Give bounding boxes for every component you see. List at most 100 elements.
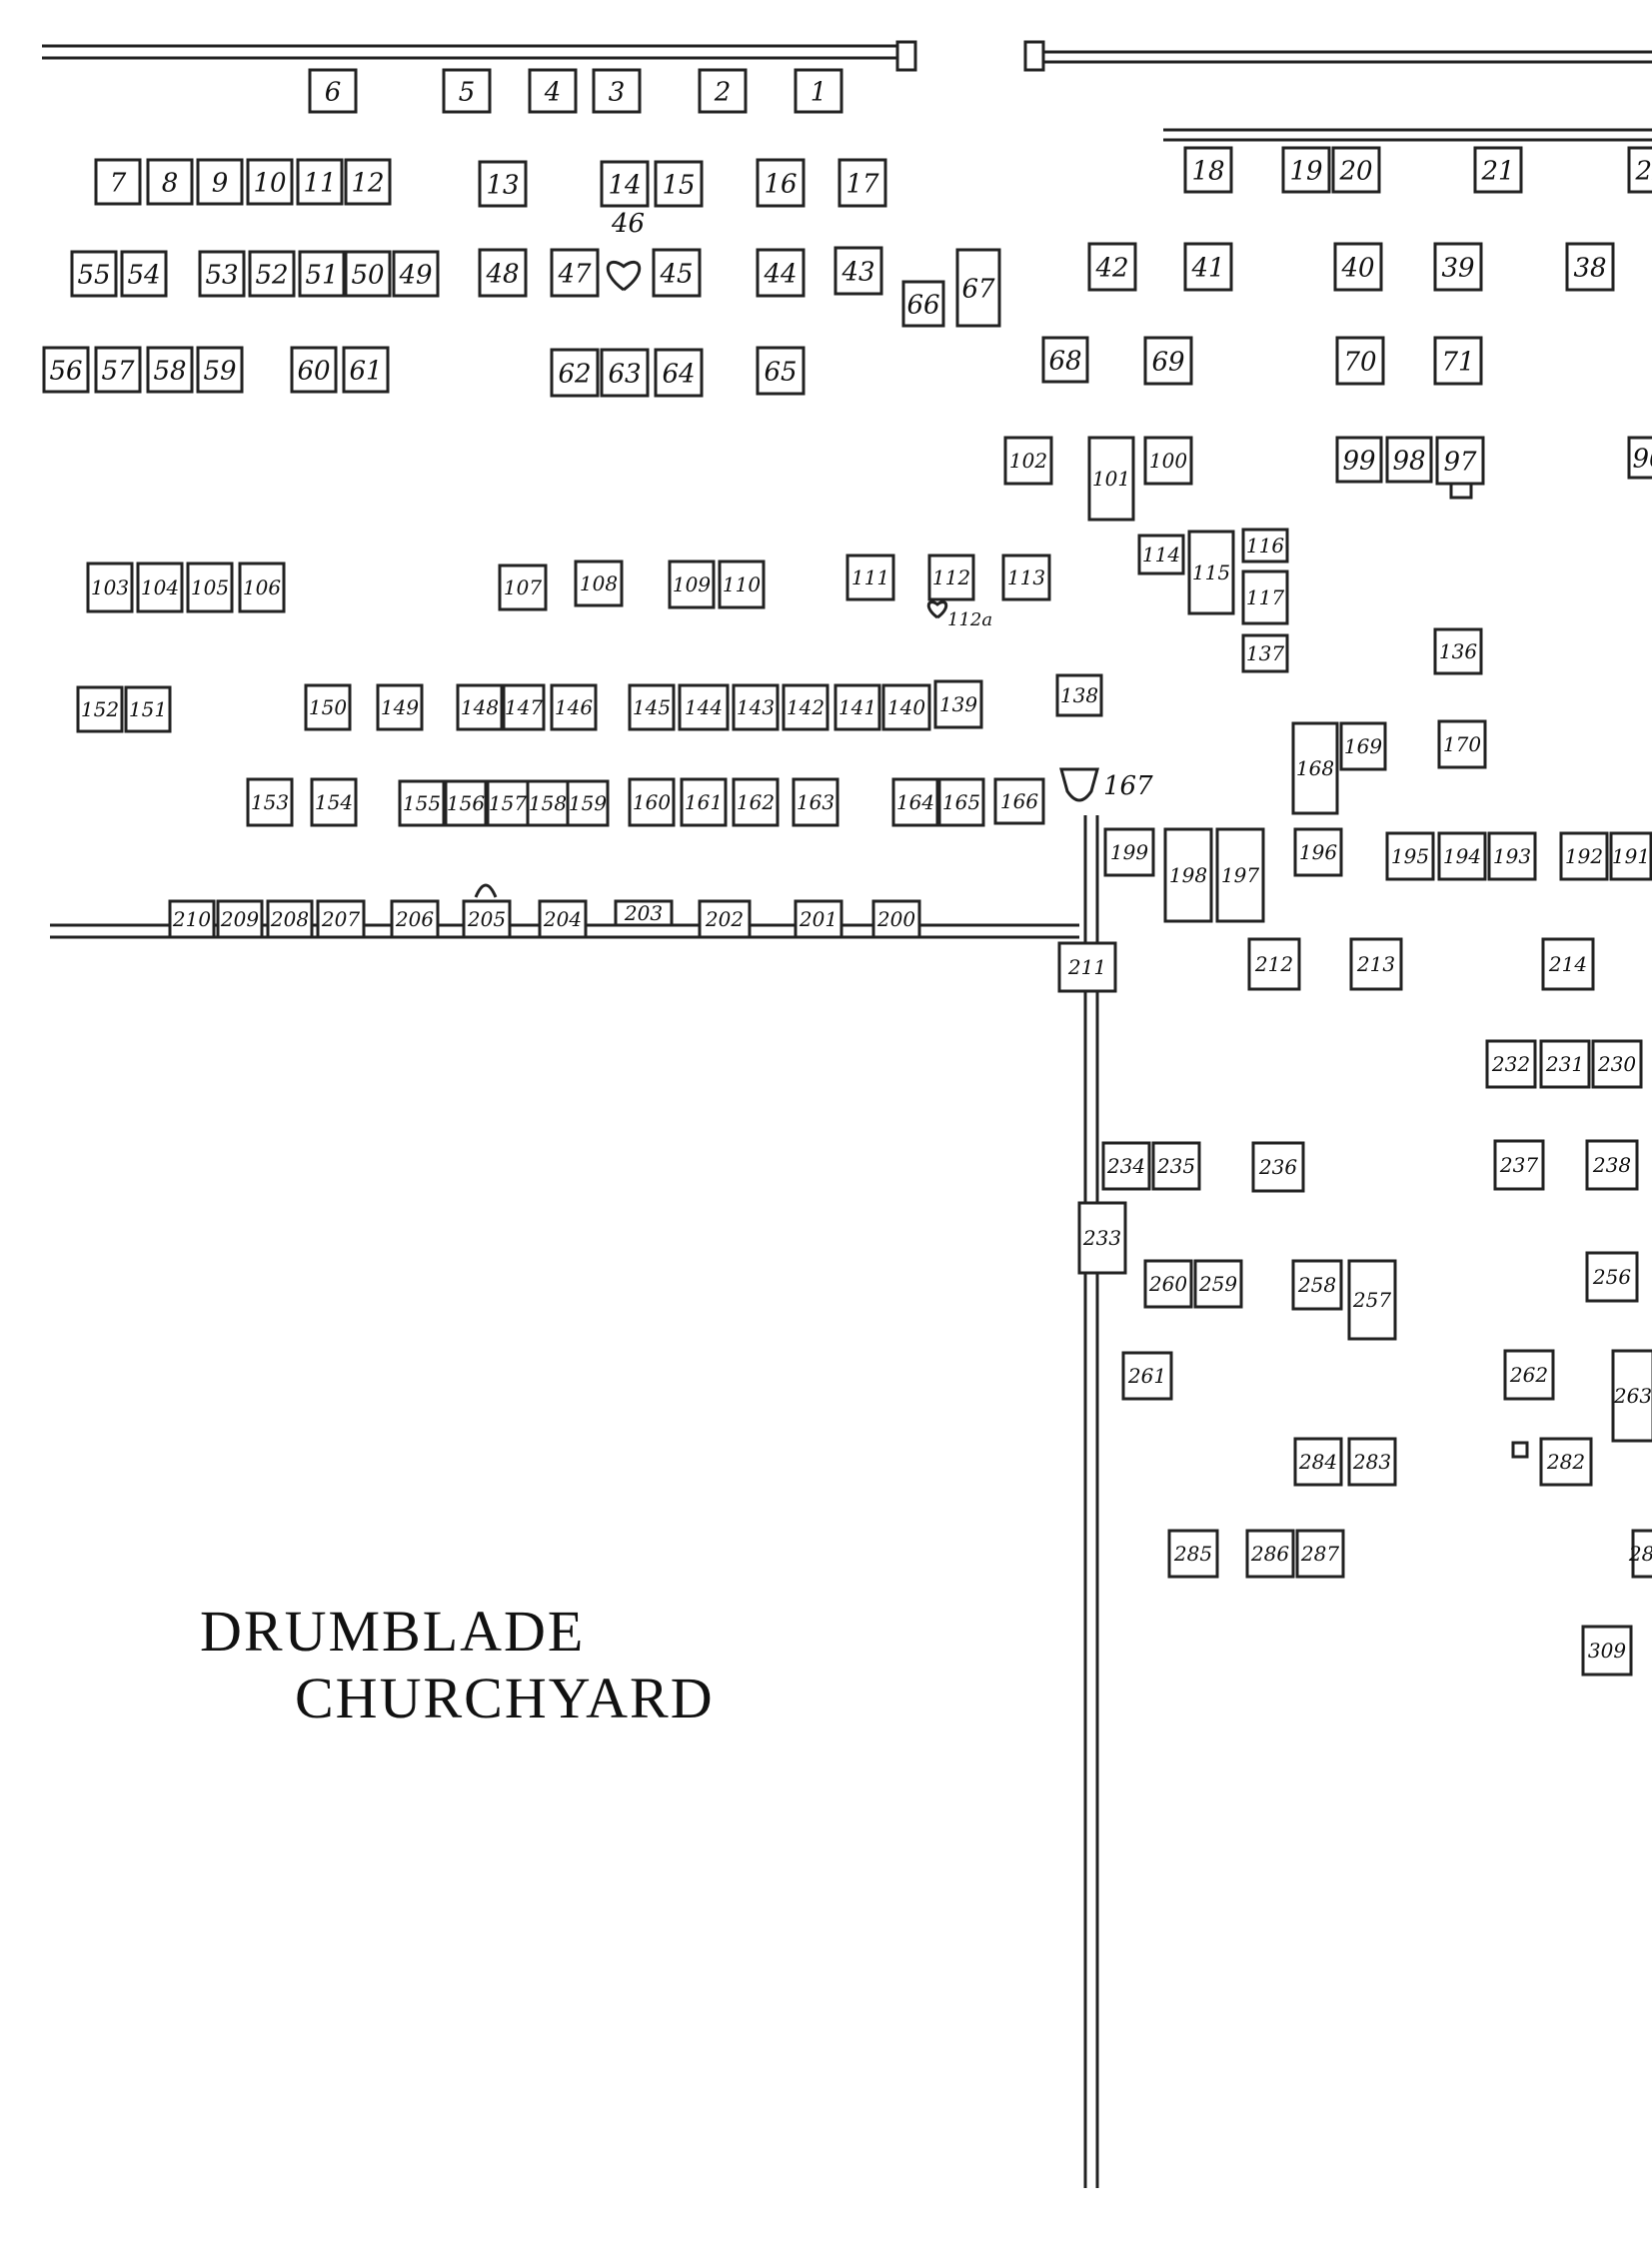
plot-label: 231: [1545, 1052, 1584, 1076]
plot-8: 8: [146, 158, 194, 206]
plot-label: 191: [1612, 844, 1650, 868]
plot-label: 116: [1246, 534, 1284, 558]
plot-box: [756, 248, 806, 298]
plot-box: [316, 899, 366, 939]
gate-post: [895, 40, 917, 72]
plot-47: 47: [550, 248, 600, 298]
plot-257: 257: [1347, 1259, 1397, 1341]
plot-165: 165: [937, 777, 985, 827]
plot-label: 157: [489, 791, 527, 815]
plot-label: 55: [77, 260, 110, 290]
plot-box: [1493, 1139, 1545, 1191]
plot-box: [1193, 1259, 1243, 1309]
plot-label: 56: [49, 356, 82, 386]
plot-label: 145: [633, 695, 671, 719]
plot-16: 16: [756, 158, 806, 208]
plot-2: 2: [698, 68, 748, 114]
plot-70: 70: [1335, 336, 1385, 386]
plot-label: 60: [297, 356, 330, 386]
plot-box: [1609, 831, 1652, 881]
plot-box: [1347, 1437, 1397, 1487]
plot-5: 5: [442, 68, 492, 114]
plot-39: 39: [1433, 242, 1483, 292]
plot-label: 99: [1342, 446, 1375, 476]
paths-layer: [42, 40, 1652, 2188]
plot-label: 143: [737, 695, 775, 719]
plot-110: 110: [718, 560, 766, 609]
plot-label: 57: [101, 356, 135, 386]
plot-box: [86, 562, 134, 613]
plot-label: 232: [1491, 1052, 1530, 1076]
plot-box: [937, 777, 985, 827]
gate-post: [1023, 40, 1045, 72]
plot-label: 111: [851, 566, 889, 589]
plot-label: 100: [1149, 449, 1187, 473]
plot-box: [1057, 941, 1117, 993]
plot-11: 11: [296, 158, 344, 206]
plot-155: 155: [398, 779, 446, 827]
plot-65: 65: [756, 346, 806, 396]
plot-104: 104: [136, 562, 184, 613]
plot-label: 203: [624, 901, 663, 925]
plot-box: [901, 280, 945, 328]
plot-box: [871, 899, 921, 939]
plot-label: 17: [845, 169, 879, 199]
plot-label: 309: [1588, 1639, 1626, 1663]
plot-box: [136, 562, 184, 613]
plot-label: 104: [141, 575, 179, 599]
plot-213: 213: [1349, 937, 1403, 991]
plot-label: 103: [91, 575, 129, 599]
plot-label: 108: [580, 571, 618, 595]
plot-153: 153: [246, 777, 294, 827]
plot-box: [1627, 146, 1652, 194]
plot-box: [1251, 1141, 1305, 1193]
plot-263: 263: [1611, 1349, 1652, 1443]
plot-214: 214: [1541, 937, 1595, 991]
plot-box: [1385, 436, 1433, 484]
plot-box: [1143, 336, 1193, 386]
plot-label: 144: [685, 695, 723, 719]
plot-113: 113: [1001, 554, 1051, 601]
plot-230: 230: [1591, 1039, 1643, 1089]
plot-box: [248, 250, 296, 298]
plot-label: 41: [1190, 253, 1224, 283]
plot-label: 42: [1094, 253, 1128, 283]
plot-label: 13: [486, 170, 519, 200]
plot-label: 52: [255, 260, 288, 290]
plot-label: 64: [662, 359, 695, 389]
plot-box: [310, 777, 358, 827]
plot-152: 152: [76, 685, 124, 733]
plot-label: 48: [485, 259, 519, 289]
plot-box: [1241, 633, 1289, 673]
plot-label: 152: [81, 697, 119, 721]
plot-label: 117: [1246, 585, 1284, 609]
plot-label: 44: [763, 259, 797, 289]
plot-label: 158: [529, 791, 567, 815]
plot-box: [698, 899, 752, 939]
plot-box: [216, 899, 264, 939]
plot-label: 146: [555, 695, 593, 719]
plot-309: 309: [1581, 1625, 1633, 1677]
small-marker: [1449, 482, 1473, 500]
map-title-line2: CHURCHYARD: [295, 1665, 715, 1730]
plot-box: [1183, 242, 1233, 292]
plot-box: [1559, 831, 1609, 881]
plot-204: 204: [538, 899, 588, 939]
plot-139: 139: [933, 679, 983, 729]
plot-label: 47: [557, 259, 592, 289]
plot-label: 113: [1007, 566, 1045, 589]
plot-label: 53: [205, 260, 238, 290]
plot-box: [654, 160, 704, 208]
plot-237: 237: [1493, 1139, 1545, 1191]
plot-box: [600, 160, 650, 208]
plot-label: 214: [1548, 952, 1587, 976]
plot-box: [444, 779, 488, 827]
plot-57: 57: [94, 346, 142, 394]
map-title: DRUMBLADE CHURCHYARD: [200, 1599, 715, 1731]
plot-256: 256: [1585, 1251, 1639, 1303]
plot-box: [42, 346, 90, 394]
plot-box: [891, 777, 939, 827]
plot-box: [566, 779, 610, 827]
plot-106: 106: [238, 562, 286, 613]
plot-box: [1339, 721, 1387, 771]
